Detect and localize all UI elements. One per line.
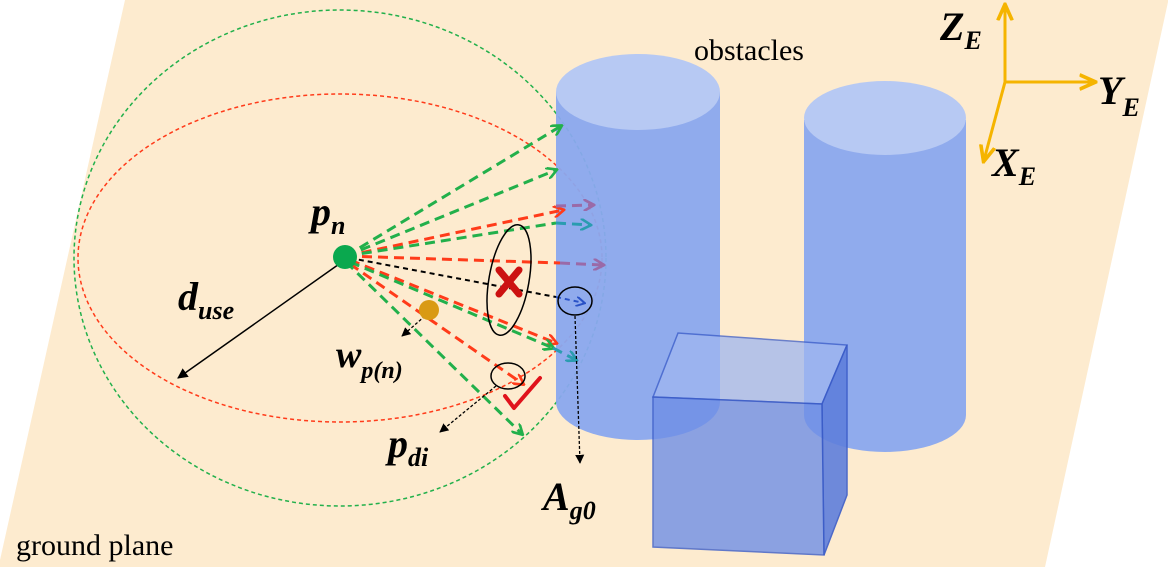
ray-red-2 bbox=[345, 254, 561, 265]
ray-purple-1 bbox=[555, 205, 593, 206]
wp-label: wp(n) bbox=[336, 334, 403, 384]
ag0-label: Ag0 bbox=[540, 474, 596, 525]
candidate-rays bbox=[344, 126, 603, 434]
ray-red-3 bbox=[349, 258, 556, 343]
ray-purple-2 bbox=[559, 263, 603, 265]
ray-green-5 bbox=[344, 260, 522, 434]
obstacles-label: obstacles bbox=[694, 34, 804, 67]
axis-x bbox=[984, 81, 1007, 160]
pdi-label: pdi bbox=[385, 421, 429, 472]
node-pn bbox=[333, 245, 357, 269]
check-mark-icon bbox=[503, 376, 542, 410]
use-distance-radius-arrow bbox=[177, 261, 343, 379]
pdi-pointer-arrow bbox=[439, 385, 497, 433]
ray-blue-arrow bbox=[555, 296, 584, 303]
ze-label: ZE bbox=[939, 4, 982, 55]
ground-plane-label: ground plane bbox=[16, 529, 173, 562]
ag0-pointer-arrow bbox=[574, 315, 585, 464]
ye-label: YE bbox=[1098, 68, 1140, 122]
node-wp bbox=[419, 300, 439, 320]
duse-label: duse bbox=[178, 274, 234, 325]
ray-green-4 bbox=[349, 260, 553, 348]
coordinate-axes bbox=[984, 6, 1094, 160]
ray-green-3 bbox=[345, 221, 557, 258]
wp-pointer-arrow bbox=[401, 315, 426, 337]
ray-green-1 bbox=[345, 126, 561, 258]
x-mark-icon bbox=[495, 266, 523, 298]
ray-red-1 bbox=[345, 210, 563, 258]
ray-green-2 bbox=[345, 170, 556, 258]
ray-teal-2 bbox=[552, 346, 576, 360]
ag0-highlight bbox=[557, 286, 593, 316]
blocked-ray-highlight bbox=[486, 223, 532, 337]
ray-blocked bbox=[349, 257, 557, 298]
pdi-highlight bbox=[490, 362, 526, 390]
xe-label: XE bbox=[990, 140, 1036, 191]
obstacle-box bbox=[651, 332, 849, 556]
ray-teal-1 bbox=[555, 223, 590, 225]
pn-label: pn bbox=[308, 189, 345, 240]
ray-red-4 bbox=[349, 262, 523, 384]
